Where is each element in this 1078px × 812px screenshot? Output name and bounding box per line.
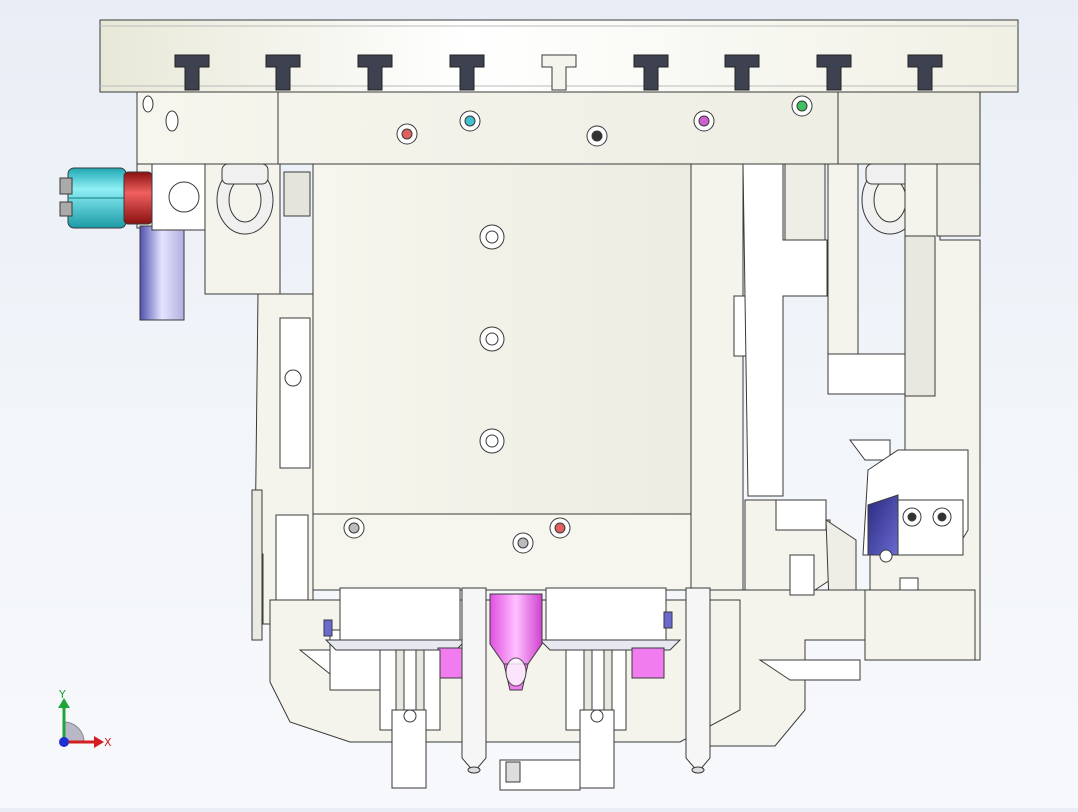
lower-block	[312, 513, 692, 591]
valve-block	[849, 439, 969, 607]
nozzle	[489, 593, 543, 691]
t-slots	[174, 54, 943, 91]
blue-washers	[323, 611, 673, 637]
bottom-sensor	[499, 759, 581, 791]
coordinate-triad-icon[interactable]: Y X	[58, 688, 112, 749]
main-block	[312, 163, 709, 515]
triad-x-label: X	[104, 736, 112, 749]
bar-bolts	[396, 95, 813, 147]
clamp-jaw-left	[379, 649, 441, 789]
locating-key	[541, 54, 577, 91]
eye-bolt-left	[216, 163, 311, 235]
clamp-plate-right	[538, 587, 682, 651]
locating-pins	[461, 587, 711, 774]
mounting-bar	[136, 91, 981, 165]
clamp-jaw-right	[565, 649, 627, 789]
clamp-plate-left	[324, 587, 468, 651]
left-frame	[251, 293, 314, 641]
triad-y-label: Y	[58, 688, 66, 701]
cylinder	[59, 167, 153, 229]
